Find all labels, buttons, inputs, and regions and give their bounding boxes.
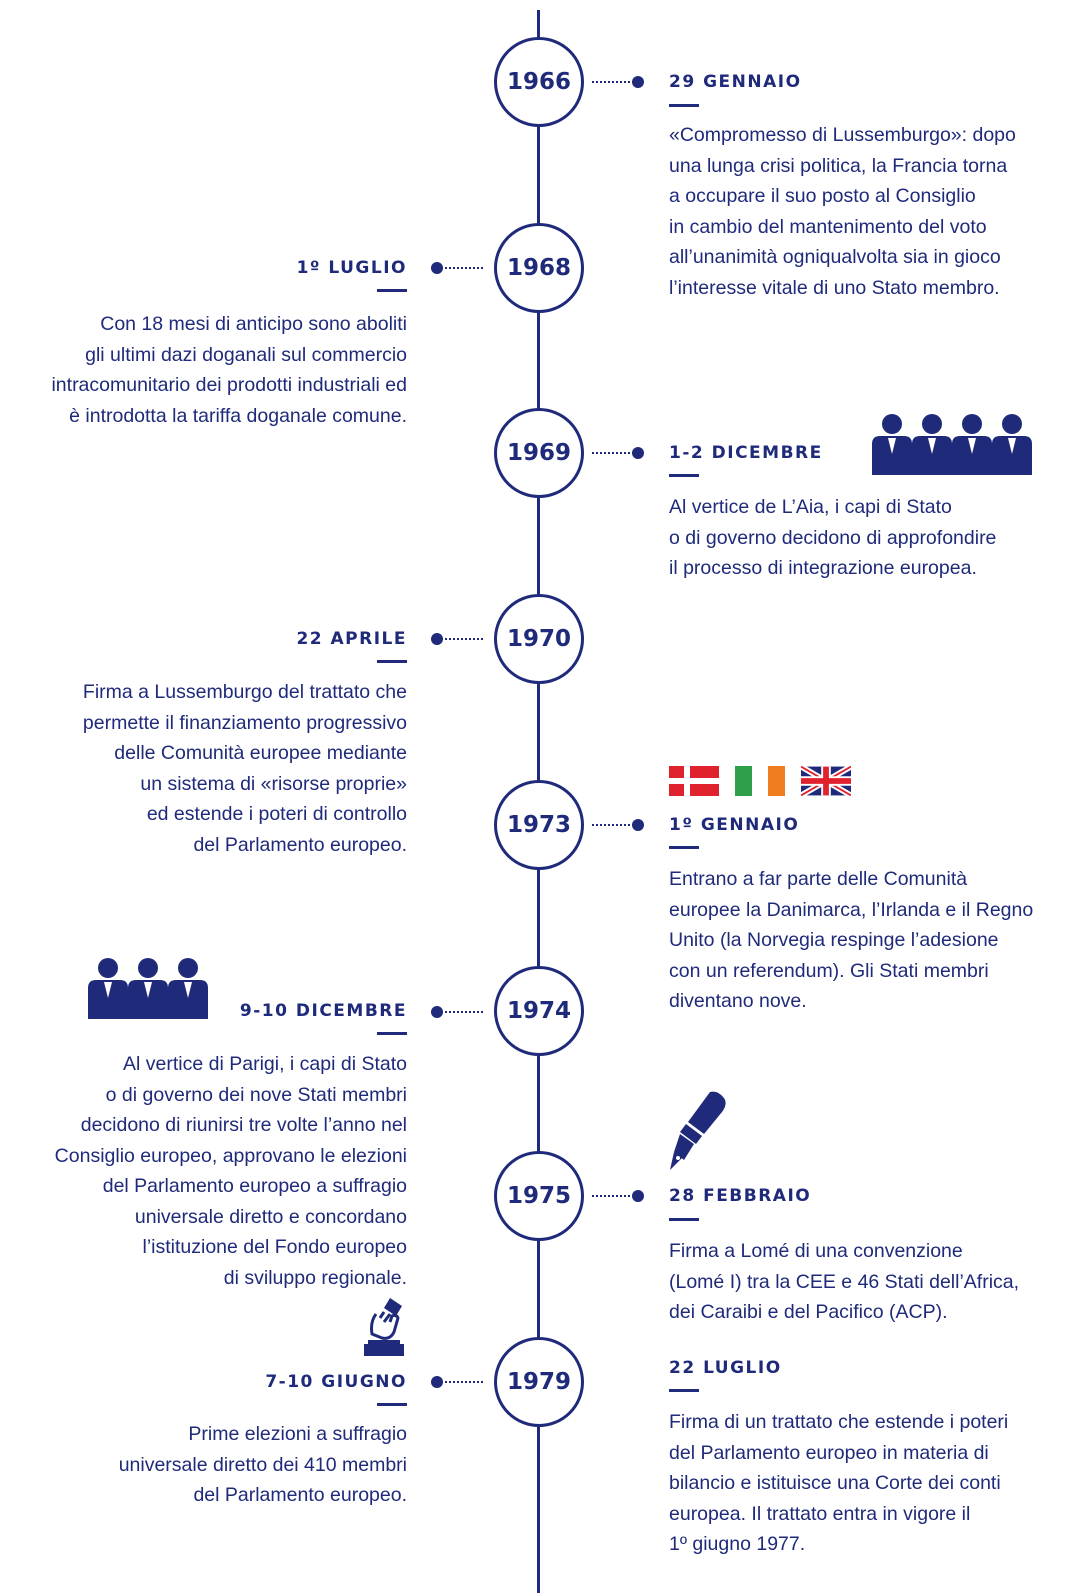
connector-1975 xyxy=(592,1190,644,1202)
connector-1973 xyxy=(592,819,644,831)
flag-uk-icon xyxy=(801,766,851,796)
connector-1968 xyxy=(431,262,483,274)
flag-ireland-icon xyxy=(735,766,785,796)
event-date-1970: 22 APRILE xyxy=(296,629,407,649)
date-underline xyxy=(377,1032,407,1035)
event-date-22-luglio: 22 LUGLIO xyxy=(669,1358,782,1378)
date-underline xyxy=(377,660,407,663)
event-date-1975: 28 FEBBRAIO xyxy=(669,1186,812,1206)
flag-denmark-icon xyxy=(669,766,719,796)
event-date-1973: 1º GENNAIO xyxy=(669,815,800,835)
fountain-pen-icon xyxy=(670,1091,726,1170)
date-underline xyxy=(669,104,699,107)
year-circle-1975: 1975 xyxy=(494,1151,584,1241)
event-text-22-luglio: Firma di un trattato che estende i poter… xyxy=(669,1411,1009,1555)
year-circle-1974: 1974 xyxy=(494,966,584,1056)
date-underline xyxy=(669,846,699,849)
connector-1974 xyxy=(431,1006,483,1018)
connector-1969 xyxy=(592,447,644,459)
event-text-1973: Entrano a far parte delle Comunità europ… xyxy=(669,868,1034,1012)
year-circle-1970: 1970 xyxy=(494,594,584,684)
event-date-1969: 1-2 DICEMBRE xyxy=(669,443,823,463)
date-underline xyxy=(669,1218,699,1221)
event-text-1974: Al vertice di Parigi, i capi di Stato o … xyxy=(54,1053,407,1289)
event-date-1966: 29 GENNAIO xyxy=(669,72,802,92)
date-underline xyxy=(669,474,699,477)
event-date-1968: 1º LUGLIO xyxy=(296,258,407,278)
people-group-icon xyxy=(88,958,208,1019)
event-text-1970: Firma a Lussemburgo del trattato che per… xyxy=(82,681,407,856)
people-group-icon xyxy=(872,414,1032,475)
event-text-1975: Firma a Lomé di una convenzione (Lomé I)… xyxy=(669,1240,1020,1323)
ballot-box-icon xyxy=(364,1298,404,1356)
event-date-1979: 7-10 GIUGNO xyxy=(265,1372,407,1392)
year-circle-1968: 1968 xyxy=(494,223,584,313)
date-underline xyxy=(669,1389,699,1392)
event-date-1974: 9-10 DICEMBRE xyxy=(239,1001,407,1021)
connector-1966 xyxy=(592,76,644,88)
event-text-1979: Prime elezioni a suffragio universale di… xyxy=(118,1423,407,1506)
year-circle-1979: 1979 xyxy=(494,1337,584,1427)
connector-1970 xyxy=(431,633,483,645)
year-circle-1973: 1973 xyxy=(494,780,584,870)
event-text-1968: Con 18 mesi di anticipo sono aboliti gli… xyxy=(51,313,407,427)
date-underline xyxy=(377,289,407,292)
event-text-1966: «Compromesso di Lussemburgo»: dopo una l… xyxy=(669,124,1016,299)
connector-1979 xyxy=(431,1376,483,1388)
date-underline xyxy=(377,1403,407,1406)
event-text-1969: Al vertice de L’Aia, i capi di Stato o d… xyxy=(669,496,997,579)
year-circle-1966: 1966 xyxy=(494,37,584,127)
year-circle-1969: 1969 xyxy=(494,408,584,498)
